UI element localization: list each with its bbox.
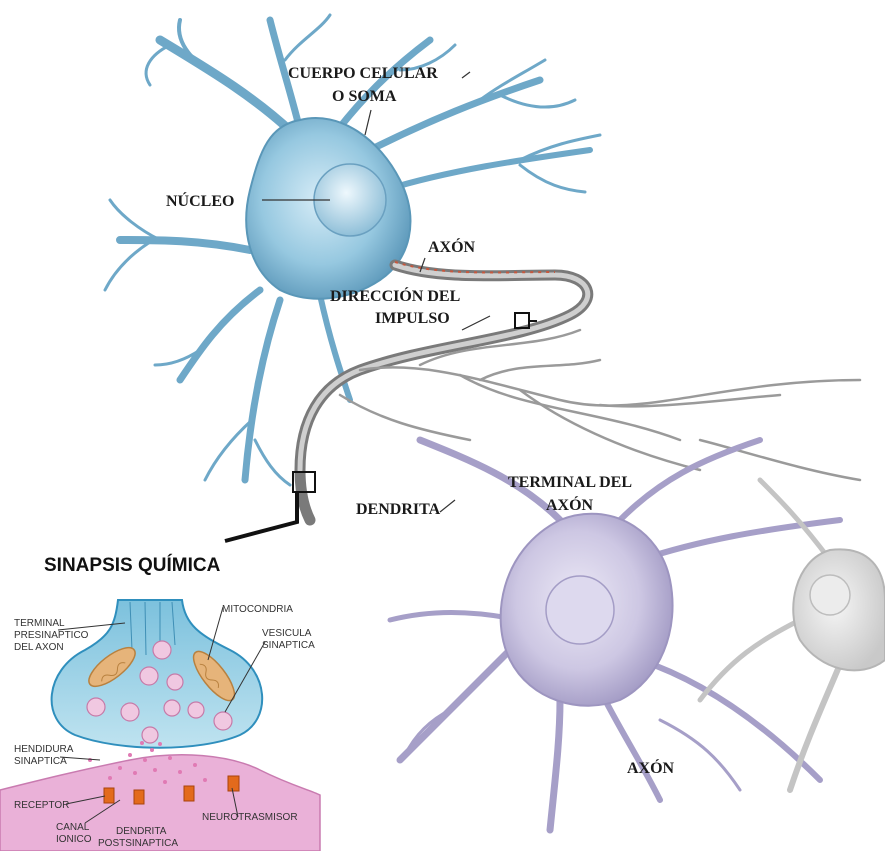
- label-impulso: IMPULSO: [375, 310, 450, 327]
- inset-label-presinaptico: PRESINAPTICO: [14, 630, 89, 641]
- inset-label-terminal: TERMINAL: [14, 618, 65, 629]
- synapse-inset: TERMINAL PRESINAPTICO DEL AXON MITOCONDR…: [0, 600, 320, 851]
- inset-label-canal: CANAL: [56, 822, 90, 833]
- inset-label-dendrita-post: DENDRITA: [116, 826, 167, 837]
- inset-label-receptor: RECEPTOR: [14, 800, 69, 811]
- inset-label-postsinaptica: POSTSINAPTICA: [98, 838, 178, 849]
- inset-label-hendidura: HENDIDURA: [14, 744, 74, 755]
- lilac-neuron-nucleus: [546, 576, 614, 644]
- inset-label-mitocondria: MITOCONDRIA: [222, 604, 293, 615]
- inset-label-hendidura-sinaptica: SINAPTICA: [14, 756, 67, 767]
- label-o-soma: O SOMA: [332, 88, 397, 105]
- label-sinapsis-quimica: SINAPSIS QUÍMICA: [44, 554, 221, 576]
- label-direccion-del: DIRECCIÓN DEL: [330, 286, 460, 305]
- label-axon-top: AXÓN: [428, 237, 476, 256]
- inset-label-vesicula: VESICULA: [262, 628, 312, 639]
- inset-label-ionico: IONICO: [56, 834, 92, 845]
- label-nucleo: NÚCLEO: [166, 191, 234, 210]
- label-terminal-del: TERMINAL DEL: [508, 474, 632, 491]
- grey-neuron-nucleus: [810, 575, 850, 615]
- inset-label-del-axon: DEL AXON: [14, 642, 64, 653]
- label-dendrita: DENDRITA: [356, 501, 441, 518]
- label-axon-bottom: AXÓN: [627, 758, 675, 777]
- inset-label-neurotrasmisor: NEUROTRASMISOR: [202, 812, 298, 823]
- inset-label-sinaptica: SINAPTICA: [262, 640, 315, 651]
- label-terminal-axon: AXÓN: [546, 495, 594, 514]
- label-cuerpo-celular: CUERPO CELULAR: [288, 65, 438, 82]
- synapse-pointer-line: [225, 492, 297, 541]
